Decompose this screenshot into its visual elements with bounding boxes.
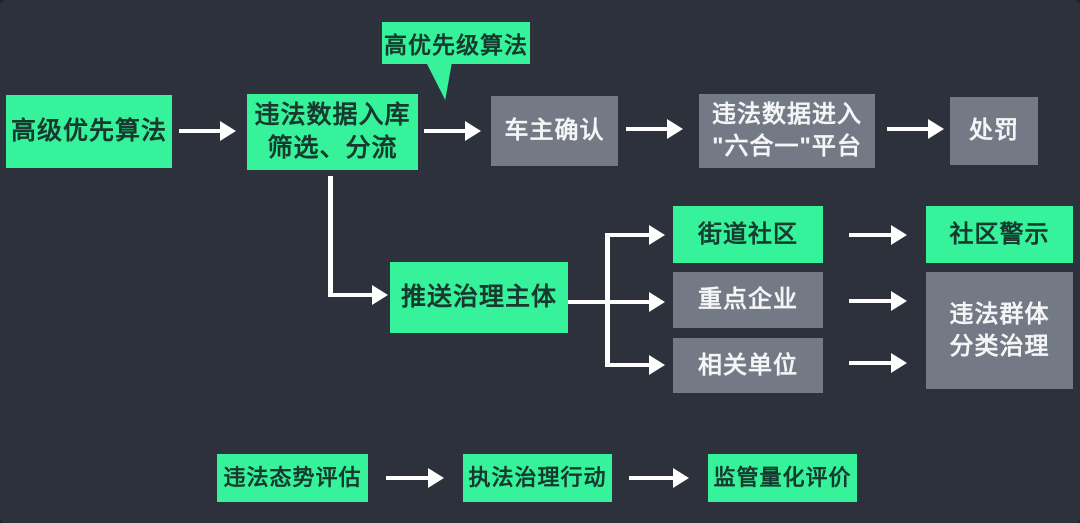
- node-label: 监管量化评价: [713, 465, 852, 491]
- arrow-enterprise-to-group-governance: [849, 289, 907, 313]
- node-key-enterprises: 重点企业: [673, 272, 823, 328]
- node-label: 违法数据入库 筛选、分流: [254, 101, 411, 162]
- node-label: 违法态势评估: [223, 465, 362, 491]
- arrow-assessment-to-action: [386, 466, 444, 490]
- node-advanced-priority-algorithm: 高级优先算法: [6, 95, 172, 168]
- node-regulatory-quantitative-evaluation: 监管量化评价: [708, 454, 857, 502]
- node-punishment: 处罚: [950, 97, 1038, 165]
- node-label: 处罚: [969, 117, 1019, 145]
- node-label: 违法数据进入 "六合一"平台: [712, 101, 862, 160]
- node-label: 高级优先算法: [10, 117, 167, 145]
- arrow-owner-to-platform: [626, 117, 683, 141]
- arrow-elbow-to-push-governance: [328, 283, 388, 307]
- arrow-action-to-evaluation: [629, 466, 689, 490]
- callout-label: 高优先级算法: [384, 32, 528, 58]
- arrow-priority-to-intake: [179, 119, 236, 143]
- arrow-branch-to-related-units: [605, 353, 665, 377]
- node-related-units: 相关单位: [673, 338, 823, 393]
- node-six-in-one-platform: 违法数据进入 "六合一"平台: [699, 94, 875, 168]
- node-owner-confirmation: 车主确认: [491, 96, 618, 166]
- node-street-community: 街道社区: [673, 206, 823, 263]
- arrow-intake-to-owner: [424, 119, 481, 143]
- node-label: 相关单位: [698, 351, 798, 379]
- node-label: 社区警示: [949, 220, 1050, 248]
- node-label: 推送治理主体: [400, 283, 557, 311]
- node-push-governance-subject: 推送治理主体: [390, 262, 568, 333]
- connector-line-from-push-governance: [568, 300, 608, 304]
- node-label: 重点企业: [698, 286, 798, 314]
- node-illegal-group-classified-governance: 违法群体 分类治理: [926, 272, 1073, 389]
- node-label: 车主确认: [504, 117, 605, 145]
- node-community-warning: 社区警示: [926, 206, 1073, 263]
- node-illegal-situation-assessment: 违法态势评估: [217, 454, 368, 502]
- callout-high-priority-algorithm: 高优先级算法: [382, 22, 530, 64]
- arrow-branch-to-street-community: [605, 223, 665, 247]
- node-enforcement-governance-action: 执法治理行动: [463, 454, 612, 502]
- callout-tail: [426, 62, 452, 100]
- node-label: 违法群体 分类治理: [949, 300, 1050, 360]
- node-label: 街道社区: [698, 220, 798, 248]
- connector-line-down-from-intake: [328, 176, 333, 297]
- arrow-platform-to-punish: [887, 117, 944, 141]
- arrow-street-to-warning: [849, 223, 907, 247]
- node-illegal-data-intake: 违法数据入库 筛选、分流: [247, 94, 418, 170]
- arrow-units-to-group-governance: [849, 351, 907, 375]
- arrow-branch-to-key-enterprises: [605, 290, 665, 314]
- node-label: 执法治理行动: [468, 465, 607, 491]
